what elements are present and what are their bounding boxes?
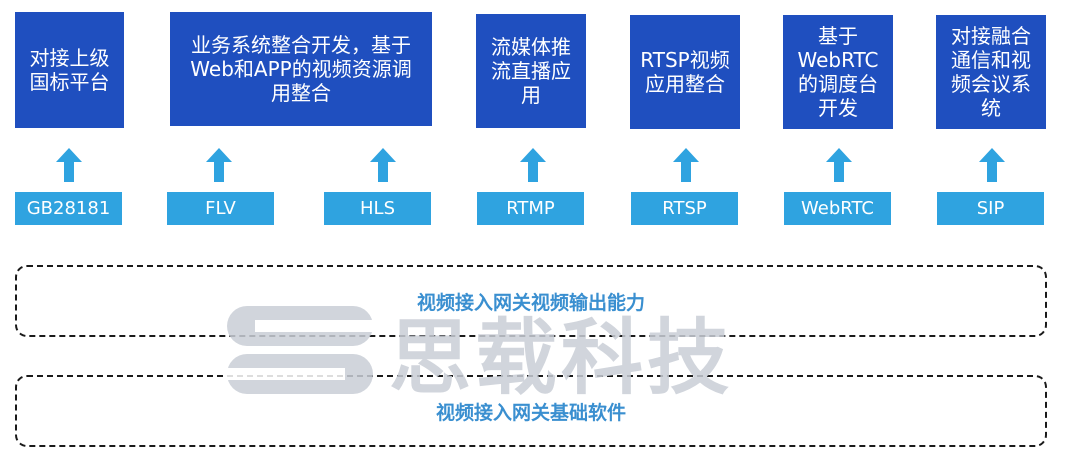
module-line: 用整合 [271, 81, 331, 105]
arrow-up-icon [673, 148, 699, 182]
module-line: 国标平台 [29, 70, 110, 94]
arrow-up-icon [56, 148, 82, 182]
logo-s-icon [227, 306, 373, 394]
module-line: 通信和视 [951, 48, 1031, 72]
module-conference-integration: 对接融合通信和视频会议系统 [936, 15, 1046, 129]
layer-output-label: 视频接入网关视频输出能力 [416, 291, 645, 314]
module-line: 对接上级 [29, 46, 110, 70]
module-line: 对接融合 [951, 24, 1031, 48]
protocol-rtmp: RTMP [477, 192, 584, 225]
protocol-rtsp: RTSP [631, 192, 738, 225]
protocol-hls: HLS [324, 192, 431, 225]
arrow-up-icon [520, 148, 546, 182]
watermark-logo: 思载科技 [225, 300, 785, 406]
module-line: 应用整合 [644, 72, 725, 96]
protocol-flv: FLV [167, 192, 274, 225]
layer-output-capability: 视频接入网关视频输出能力 [15, 265, 1047, 337]
layer-base-label: 视频接入网关基础软件 [435, 401, 626, 424]
module-line: Web和APP的视频资源调 [190, 57, 412, 81]
module-streaming-live: 流媒体推流直播应用 [476, 14, 586, 128]
protocol-gb28181: GB28181 [15, 192, 122, 225]
module-line: 流媒体推 [491, 35, 571, 59]
arrow-up-icon [206, 148, 232, 182]
module-line: RTSP视频 [640, 48, 730, 72]
arrow-up-icon [979, 148, 1005, 182]
protocol-webrtc: WebRTC [784, 192, 891, 225]
module-line: 用 [521, 83, 541, 107]
module-line: 统 [981, 96, 1001, 120]
arrow-up-icon [826, 148, 852, 182]
module-line: 频会议系 [951, 72, 1031, 96]
watermark-text: 思载科技 [389, 310, 734, 406]
module-line: 流直播应 [491, 59, 571, 83]
protocol-sip: SIP [937, 192, 1044, 225]
module-line: WebRTC [797, 48, 879, 72]
module-superior-gb-platform: 对接上级国标平台 [15, 12, 124, 128]
module-line: 的调度台 [798, 72, 878, 96]
layer-base-software: 视频接入网关基础软件 [15, 375, 1047, 447]
arrow-up-icon [370, 148, 396, 182]
module-line: 基于 [818, 24, 858, 48]
module-line: 业务系统整合开发，基于 [191, 33, 411, 57]
module-line: 开发 [818, 96, 858, 120]
module-rtsp-integration: RTSP视频应用整合 [630, 15, 740, 129]
